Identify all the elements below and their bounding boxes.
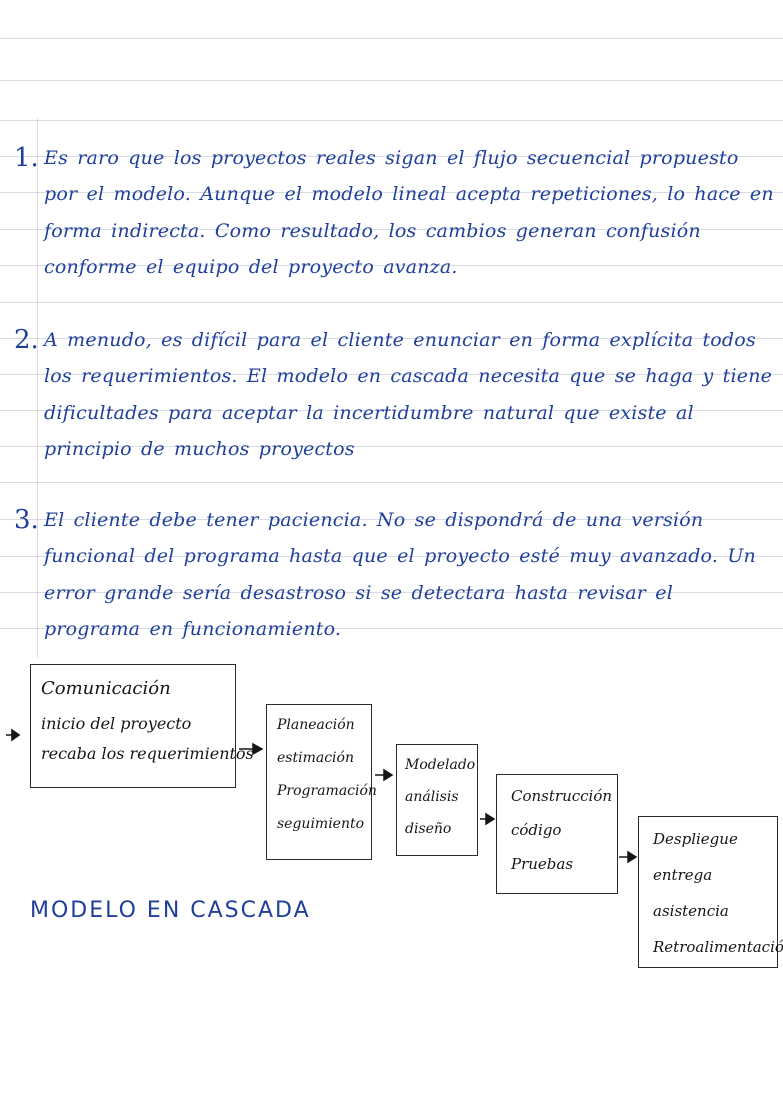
stage-line: recaba los requerimientos	[41, 744, 254, 763]
stage-title: Construcción	[511, 787, 613, 805]
paragraph-2: 2. A menudo, es difícil para el cliente …	[14, 322, 774, 468]
paragraph-number: 3.	[14, 505, 39, 535]
rule-line	[0, 265, 783, 266]
margin-line	[37, 118, 38, 658]
stage-line: diseño	[405, 821, 452, 837]
stage-box-planeacion: Planeación estimación Programación segui…	[266, 704, 377, 860]
arrow-right-icon	[238, 742, 266, 756]
stage-box-despliegue: Despliegue entrega asistencia Retroalime…	[638, 816, 783, 968]
rule-line	[0, 410, 783, 411]
entry-arrow-icon	[4, 728, 30, 742]
rule-line	[0, 38, 783, 39]
stage-line: análisis	[405, 789, 459, 805]
paragraph-text: El cliente debe tener paciencia. No se d…	[44, 509, 756, 641]
stage-box-modelado: Modelado análisis diseño	[396, 744, 478, 856]
stage-line: inicio del proyecto	[41, 714, 192, 733]
stage-line: Programación	[277, 783, 377, 799]
rule-line	[0, 482, 783, 483]
stage-line: código	[511, 821, 562, 839]
rule-line	[0, 446, 783, 447]
rule-line	[0, 302, 783, 303]
paragraph-text: A menudo, es difícil para el cliente enu…	[44, 329, 773, 461]
stage-title: Comunicación	[41, 678, 171, 699]
paragraph-3: 3. El cliente debe tener paciencia. No s…	[14, 502, 774, 648]
rule-line	[0, 120, 783, 121]
rule-line	[0, 374, 783, 375]
stage-line: estimación	[277, 750, 354, 766]
rule-line	[0, 338, 783, 339]
rule-line	[0, 80, 783, 81]
arrow-right-icon	[618, 850, 640, 864]
stage-line: entrega	[653, 866, 713, 884]
paragraph-text: Es raro que los proyectos reales sigan e…	[44, 147, 774, 279]
rule-line	[0, 192, 783, 193]
stage-line: Pruebas	[511, 855, 574, 873]
rule-line	[0, 519, 783, 520]
stage-box-construccion: Construcción código Pruebas	[496, 774, 618, 894]
stage-box-comunicacion: Comunicación inicio del proyecto recaba …	[30, 664, 254, 788]
paragraph-1: 1. Es raro que los proyectos reales siga…	[14, 140, 774, 286]
paragraph-number: 1.	[14, 143, 39, 173]
rule-line	[0, 229, 783, 230]
diagram-title: MODELO EN CASCADA	[30, 898, 311, 923]
arrow-right-icon	[479, 812, 497, 826]
stage-title: Despliegue	[653, 830, 738, 848]
rule-line	[0, 592, 783, 593]
stage-title: Modelado	[405, 757, 476, 773]
stage-line: seguimiento	[277, 816, 365, 832]
rule-line	[0, 156, 783, 157]
stage-title: Planeación	[277, 717, 355, 733]
arrow-right-icon	[374, 768, 396, 782]
rule-line	[0, 556, 783, 557]
paragraph-number: 2.	[14, 325, 39, 355]
stage-line: Retroalimentación	[653, 938, 783, 956]
stage-line: asistencia	[653, 902, 729, 920]
rule-line	[0, 628, 783, 629]
